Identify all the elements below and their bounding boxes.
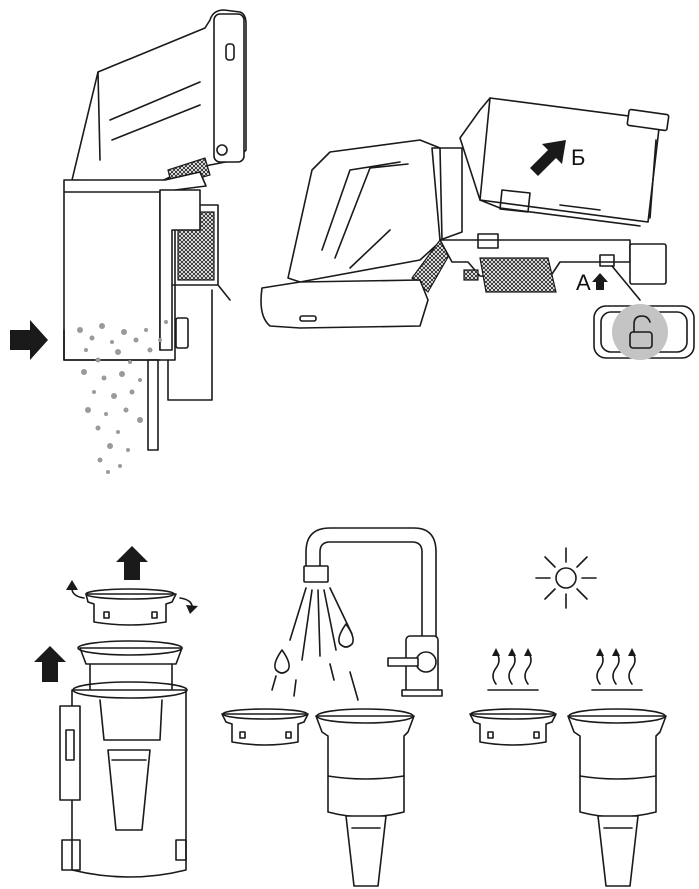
panel-dry (470, 548, 666, 886)
label-a: А (576, 270, 591, 295)
sun-icon (536, 548, 596, 608)
heat-waves-icon (488, 648, 538, 690)
arrow-up-icon-a (592, 273, 608, 290)
panel-wash (222, 528, 442, 886)
heat-waves-icon-2 (592, 648, 642, 690)
dust-bin (72, 690, 186, 877)
arrow-right-icon (10, 320, 48, 360)
unlock-badge (594, 304, 694, 360)
vacuum-handle-2 (288, 140, 442, 282)
water-drop-icon (275, 650, 289, 673)
faucet-icon (304, 528, 442, 696)
arrow-up-icon-left (34, 646, 66, 682)
panel-empty-bin (10, 10, 246, 474)
water-drop-icon-2 (339, 624, 353, 647)
label-b: Б (571, 145, 585, 170)
panel-disassemble (34, 546, 198, 877)
arrow-up-icon-top (116, 546, 148, 580)
panel-remove-bin: Б А (261, 98, 694, 360)
filter-assembly (316, 716, 414, 817)
